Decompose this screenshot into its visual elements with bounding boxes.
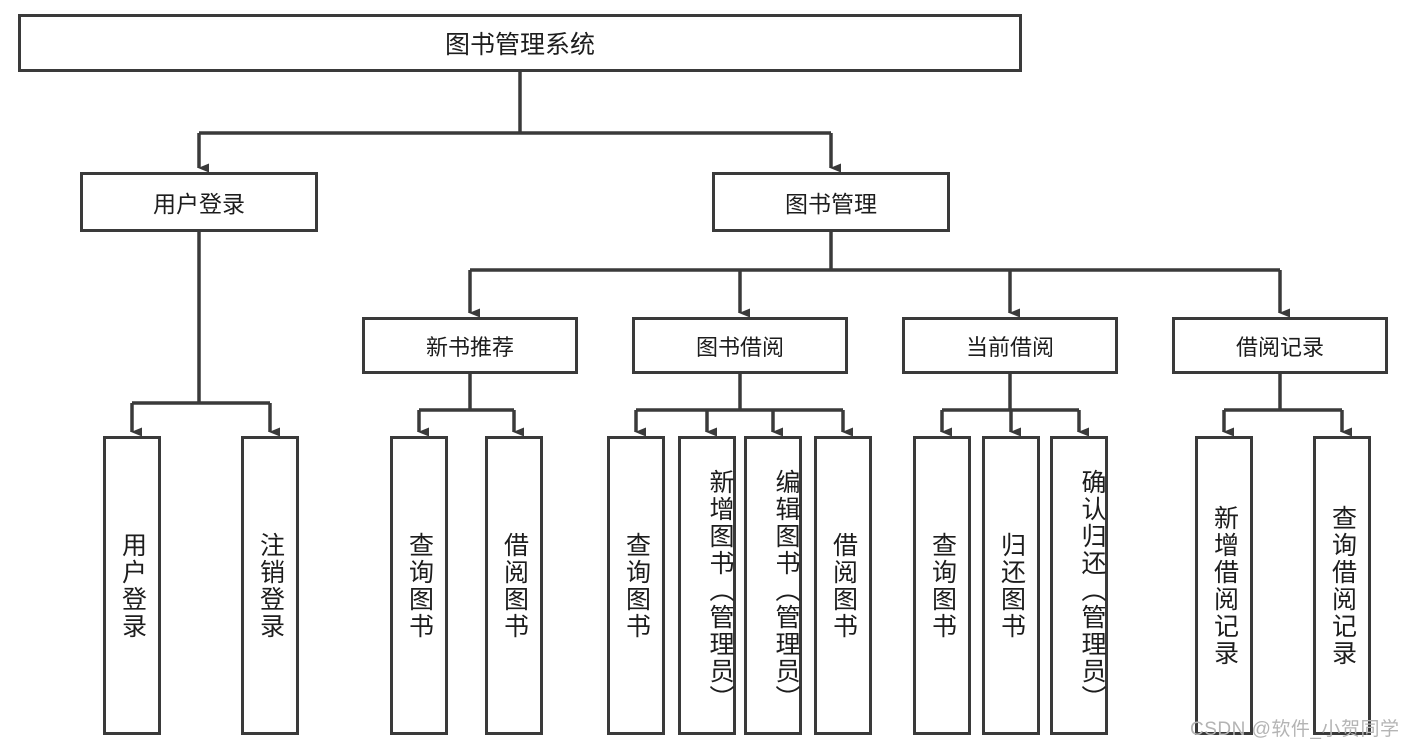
node-leaf-edit-book[interactable]: 编辑图书（管理员） — [744, 436, 802, 735]
node-leaf-borrow-book-2[interactable]: 借阅图书 — [814, 436, 872, 735]
node-leaf-query-book-3[interactable]: 查询图书 — [913, 436, 971, 735]
node-leaf-query-record[interactable]: 查询借阅记录 — [1313, 436, 1371, 735]
node-leaf-borrow-book-1[interactable]: 借阅图书 — [485, 436, 543, 735]
csdn-watermark: CSDN @软件_小贺同学 — [1190, 719, 1400, 740]
node-leaf-add-record-label: 新增借阅记录 — [1210, 504, 1239, 667]
node-book-borrow-label: 图书借阅 — [695, 334, 784, 360]
node-borrow-record[interactable]: 借阅记录 — [1172, 317, 1388, 374]
node-user-login-label: 用户登录 — [153, 191, 245, 217]
node-leaf-query-book-2[interactable]: 查询图书 — [607, 436, 665, 735]
node-leaf-query-book-1-label: 查询图书 — [405, 531, 434, 640]
node-leaf-edit-book-label: 编辑图书（管理员） — [772, 469, 800, 712]
node-book-manage-label: 图书管理 — [785, 191, 877, 217]
node-root-label: 图书管理系统 — [444, 31, 595, 59]
node-leaf-user-logout[interactable]: 注销登录 — [241, 436, 299, 735]
node-leaf-return-book-label: 归还图书 — [997, 531, 1026, 640]
node-leaf-return-book[interactable]: 归还图书 — [982, 436, 1040, 735]
node-book-borrow[interactable]: 图书借阅 — [632, 317, 848, 374]
node-leaf-confirm-return[interactable]: 确认归还（管理员） — [1050, 436, 1108, 735]
node-current-borrow[interactable]: 当前借阅 — [902, 317, 1118, 374]
node-leaf-query-book-3-label: 查询图书 — [928, 531, 957, 640]
node-leaf-borrow-book-2-label: 借阅图书 — [829, 531, 858, 640]
node-new-book-recommend[interactable]: 新书推荐 — [362, 317, 578, 374]
node-borrow-record-label: 借阅记录 — [1235, 334, 1324, 360]
node-user-login[interactable]: 用户登录 — [80, 172, 318, 232]
node-current-borrow-label: 当前借阅 — [965, 334, 1054, 360]
node-leaf-query-book-1[interactable]: 查询图书 — [390, 436, 448, 735]
node-leaf-add-book-label: 新增图书（管理员） — [706, 469, 734, 712]
node-new-book-recommend-label: 新书推荐 — [425, 334, 514, 360]
node-leaf-query-record-label: 查询借阅记录 — [1328, 504, 1357, 667]
node-leaf-user-login-label: 用户登录 — [118, 531, 147, 640]
node-leaf-borrow-book-1-label: 借阅图书 — [500, 531, 529, 640]
node-leaf-query-book-2-label: 查询图书 — [622, 531, 651, 640]
node-leaf-add-record[interactable]: 新增借阅记录 — [1195, 436, 1253, 735]
node-root[interactable]: 图书管理系统 — [18, 14, 1022, 72]
node-book-manage[interactable]: 图书管理 — [712, 172, 950, 232]
node-leaf-user-logout-label: 注销登录 — [256, 531, 285, 640]
node-leaf-confirm-return-label: 确认归还（管理员） — [1078, 469, 1106, 712]
node-leaf-add-book[interactable]: 新增图书（管理员） — [678, 436, 736, 735]
node-leaf-user-login[interactable]: 用户登录 — [103, 436, 161, 735]
